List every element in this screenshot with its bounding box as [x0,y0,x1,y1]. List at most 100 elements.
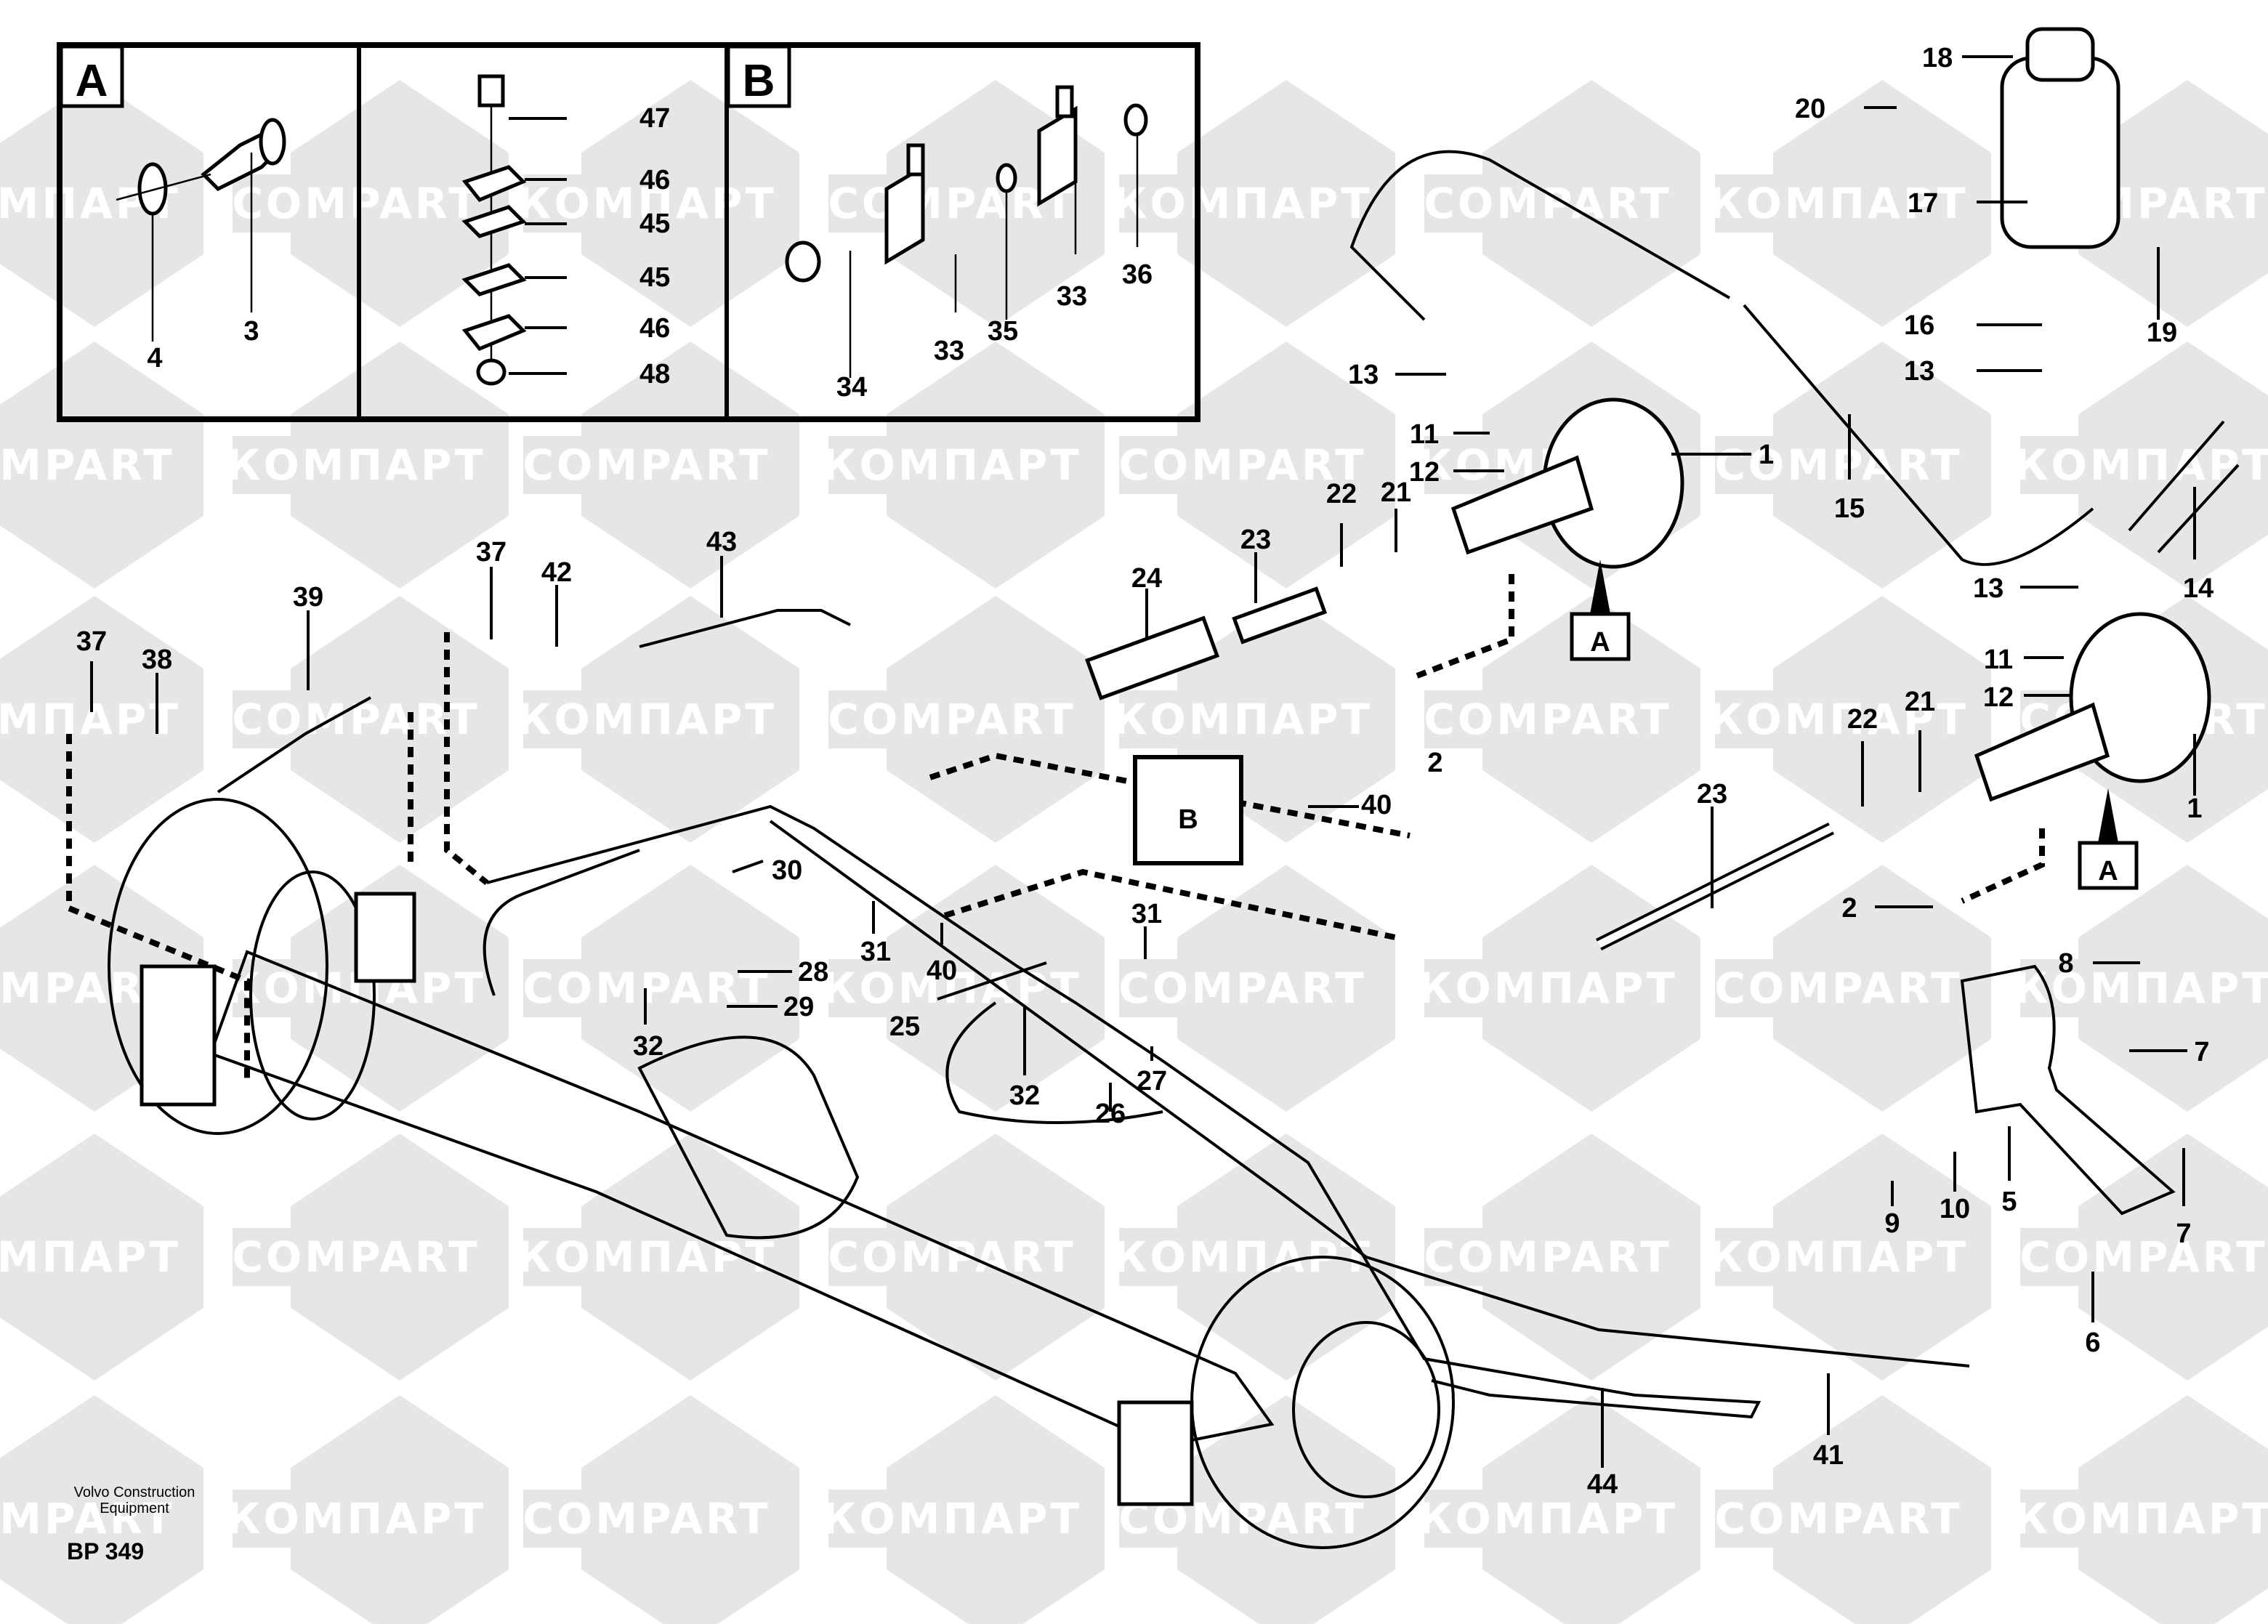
view-marker-a1: A [1570,559,1631,661]
watermark-band [828,690,1076,748]
callout-46: 46 [639,313,670,344]
callout-22: 22 [1847,704,1878,735]
callout-24: 24 [1131,563,1162,594]
watermark-band [0,1228,174,1286]
watermark-band [1715,174,1962,233]
callout-21: 21 [1905,687,1935,717]
hose-15 [1349,150,2094,566]
watermark-text: КОМПАРТ [1418,1494,1678,1543]
watermark-band [1424,1490,1671,1548]
callout-34: 34 [836,372,867,403]
watermark-band [1424,690,1671,748]
callout-18: 18 [1922,43,1953,73]
watermark-text: COMPART [0,1494,175,1543]
watermark-text: КОМПАРТ [1708,179,1969,228]
callout-10: 10 [1940,1194,1970,1224]
callout-2: 2 [1427,748,1442,778]
left-brake-caliper-icon [140,964,217,1107]
watermark-text: КОМПАРТ [226,1494,486,1543]
main-assembly [66,27,2240,1549]
differential-housing-icon [637,1035,860,1240]
brake-pipe-loop [483,849,640,996]
callout-35: 35 [988,316,1018,347]
watermark-text: КОМПАРТ [822,1494,1082,1543]
watermark-text: КОМПАРТ [822,964,1082,1013]
callout-11: 11 [1984,645,2013,675]
callout-26: 26 [1095,1099,1126,1129]
detail-view-b: B [726,44,1148,378]
watermark-text: COMPART [522,440,770,490]
master-cylinder-icon [1974,702,2110,802]
watermark-text: COMPART [0,440,175,490]
callout-19: 19 [2147,318,2177,348]
callout-43: 43 [706,527,737,557]
svg-text:A: A [2098,856,2118,886]
callout-40: 40 [1361,790,1392,820]
callout-22: 22 [1326,479,1357,509]
watermark-band [1715,436,1962,494]
callout-48: 48 [639,359,670,389]
callout-45: 45 [639,262,670,293]
callout-13: 13 [1348,360,1379,390]
watermark-text: COMPART [1424,695,1671,744]
watermark-band [2020,436,2267,494]
brake-pipe-41 [769,820,1970,1368]
watermark-text: КОМПАРТ [822,440,1082,490]
watermark-band [233,1228,480,1286]
callout-23: 23 [1240,525,1271,555]
callout-1: 1 [2187,793,2202,824]
publisher-line-2: Equipment [100,1500,169,1516]
reservoir-cap-icon [2025,27,2095,82]
callout-25: 25 [889,1011,920,1042]
watermark-band [1119,959,1366,1017]
callout-38: 38 [142,645,172,675]
callout-30: 30 [772,855,802,886]
brake-pipe-44 [486,804,1761,1419]
callout-29: 29 [783,992,814,1022]
document-id: BP 349 [67,1538,145,1564]
bolt-23-icon [1232,586,1328,645]
callout-42: 42 [541,557,572,588]
watermark-band [1119,436,1366,494]
brake-pipe-43 [639,609,851,648]
bracket-5-icon [1960,964,2176,1216]
callout-31: 31 [860,937,891,967]
callout-47: 47 [639,103,670,134]
watermark-band [0,1490,174,1548]
watermark-band [523,436,770,494]
clamp-icon [461,314,527,352]
callout-13: 13 [1904,356,1934,387]
watermark-band [1715,1228,1962,1286]
callout-37: 37 [76,626,107,657]
callout-6: 6 [2085,1328,2100,1358]
callout-9: 9 [1884,1208,1900,1239]
left-wheel-hub-icon [108,798,328,1135]
callout-16: 16 [1904,310,1934,341]
callout-13: 13 [1973,573,2003,604]
callout-41: 41 [1813,1440,1844,1471]
callout-2: 2 [1841,893,1857,924]
detail-panel: A B [57,42,1200,422]
callout-23: 23 [1697,779,1727,809]
master-cylinder-icon [1450,455,1594,555]
watermark-band [0,690,174,748]
watermark-text: КОМПАРТ [1113,179,1373,228]
bolt-head-icon [785,241,821,283]
watermark-text: КОМПАРТ [1418,964,1678,1013]
hose-14 [2128,420,2240,554]
brake-pipe-loop-2 [945,1001,1163,1124]
callout-33: 33 [1057,281,1087,312]
plate-icon [461,205,527,238]
watermark-text: COMPART [1714,1494,1962,1543]
watermark-band [233,690,480,748]
callout-4: 4 [147,343,162,373]
callout-14: 14 [2183,573,2213,604]
callout-32: 32 [633,1031,663,1062]
view-marker-b: B [1133,755,1243,865]
watermark-text: КОМПАРТ [517,179,777,228]
watermark-band [828,959,1076,1017]
watermark-text: COMPART [232,695,480,744]
watermark-band [233,436,480,494]
watermark-text: КОМПАРТ [2014,1494,2268,1543]
